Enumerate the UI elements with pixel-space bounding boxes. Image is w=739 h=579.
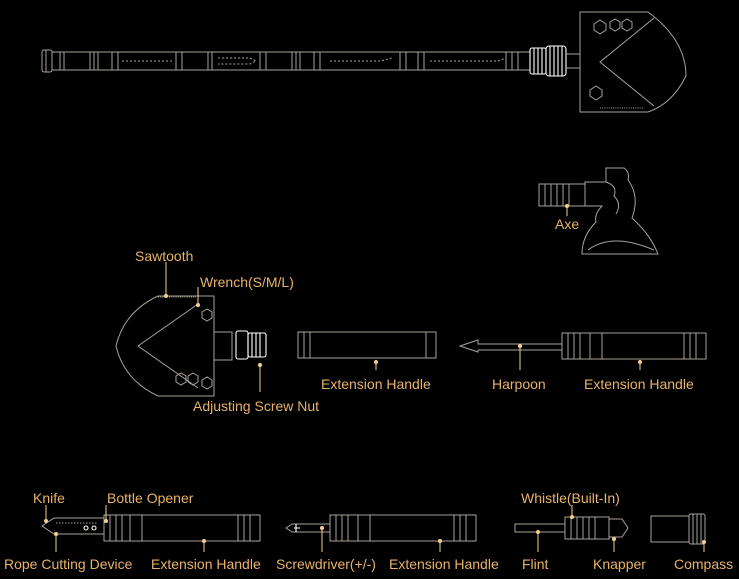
adjusting-screw-nut [235, 330, 267, 360]
axe-head [538, 167, 659, 255]
compass-label: Compass [674, 556, 733, 572]
extension-handle-2-label: Extension Handle [584, 376, 694, 392]
rope-cutting-device-label: Rope Cutting Device [4, 556, 133, 572]
knife-tool [41, 514, 261, 542]
wrench-label: Wrench(S/M/L) [200, 274, 294, 290]
shovel-blade [115, 295, 233, 397]
compass-tool [650, 513, 706, 545]
flint-whistle-knapper [514, 516, 629, 540]
extension-handle-1-label: Extension Handle [321, 376, 431, 392]
bottle-opener-label: Bottle Opener [107, 490, 194, 506]
extension-handle-3-label: Extension Handle [151, 556, 261, 572]
knapper-label: Knapper [593, 556, 646, 572]
knife-label: Knife [33, 490, 65, 506]
flint-label: Flint [522, 556, 549, 572]
harpoon-tool [458, 332, 707, 360]
axe-label: Axe [555, 216, 579, 232]
adjusting-screw-nut-label: Adjusting Screw Nut [193, 398, 319, 414]
screwdriver-tool [285, 514, 477, 542]
extension-handle-1 [297, 331, 437, 359]
whistle-label: Whistle(Built-In) [521, 490, 620, 506]
screwdriver-label: Screwdriver(+/-) [276, 556, 376, 572]
extension-handle-4-label: Extension Handle [389, 556, 499, 572]
assembled-shovel [41, 11, 687, 113]
harpoon-label: Harpoon [492, 376, 546, 392]
sawtooth-label: Sawtooth [135, 248, 193, 264]
